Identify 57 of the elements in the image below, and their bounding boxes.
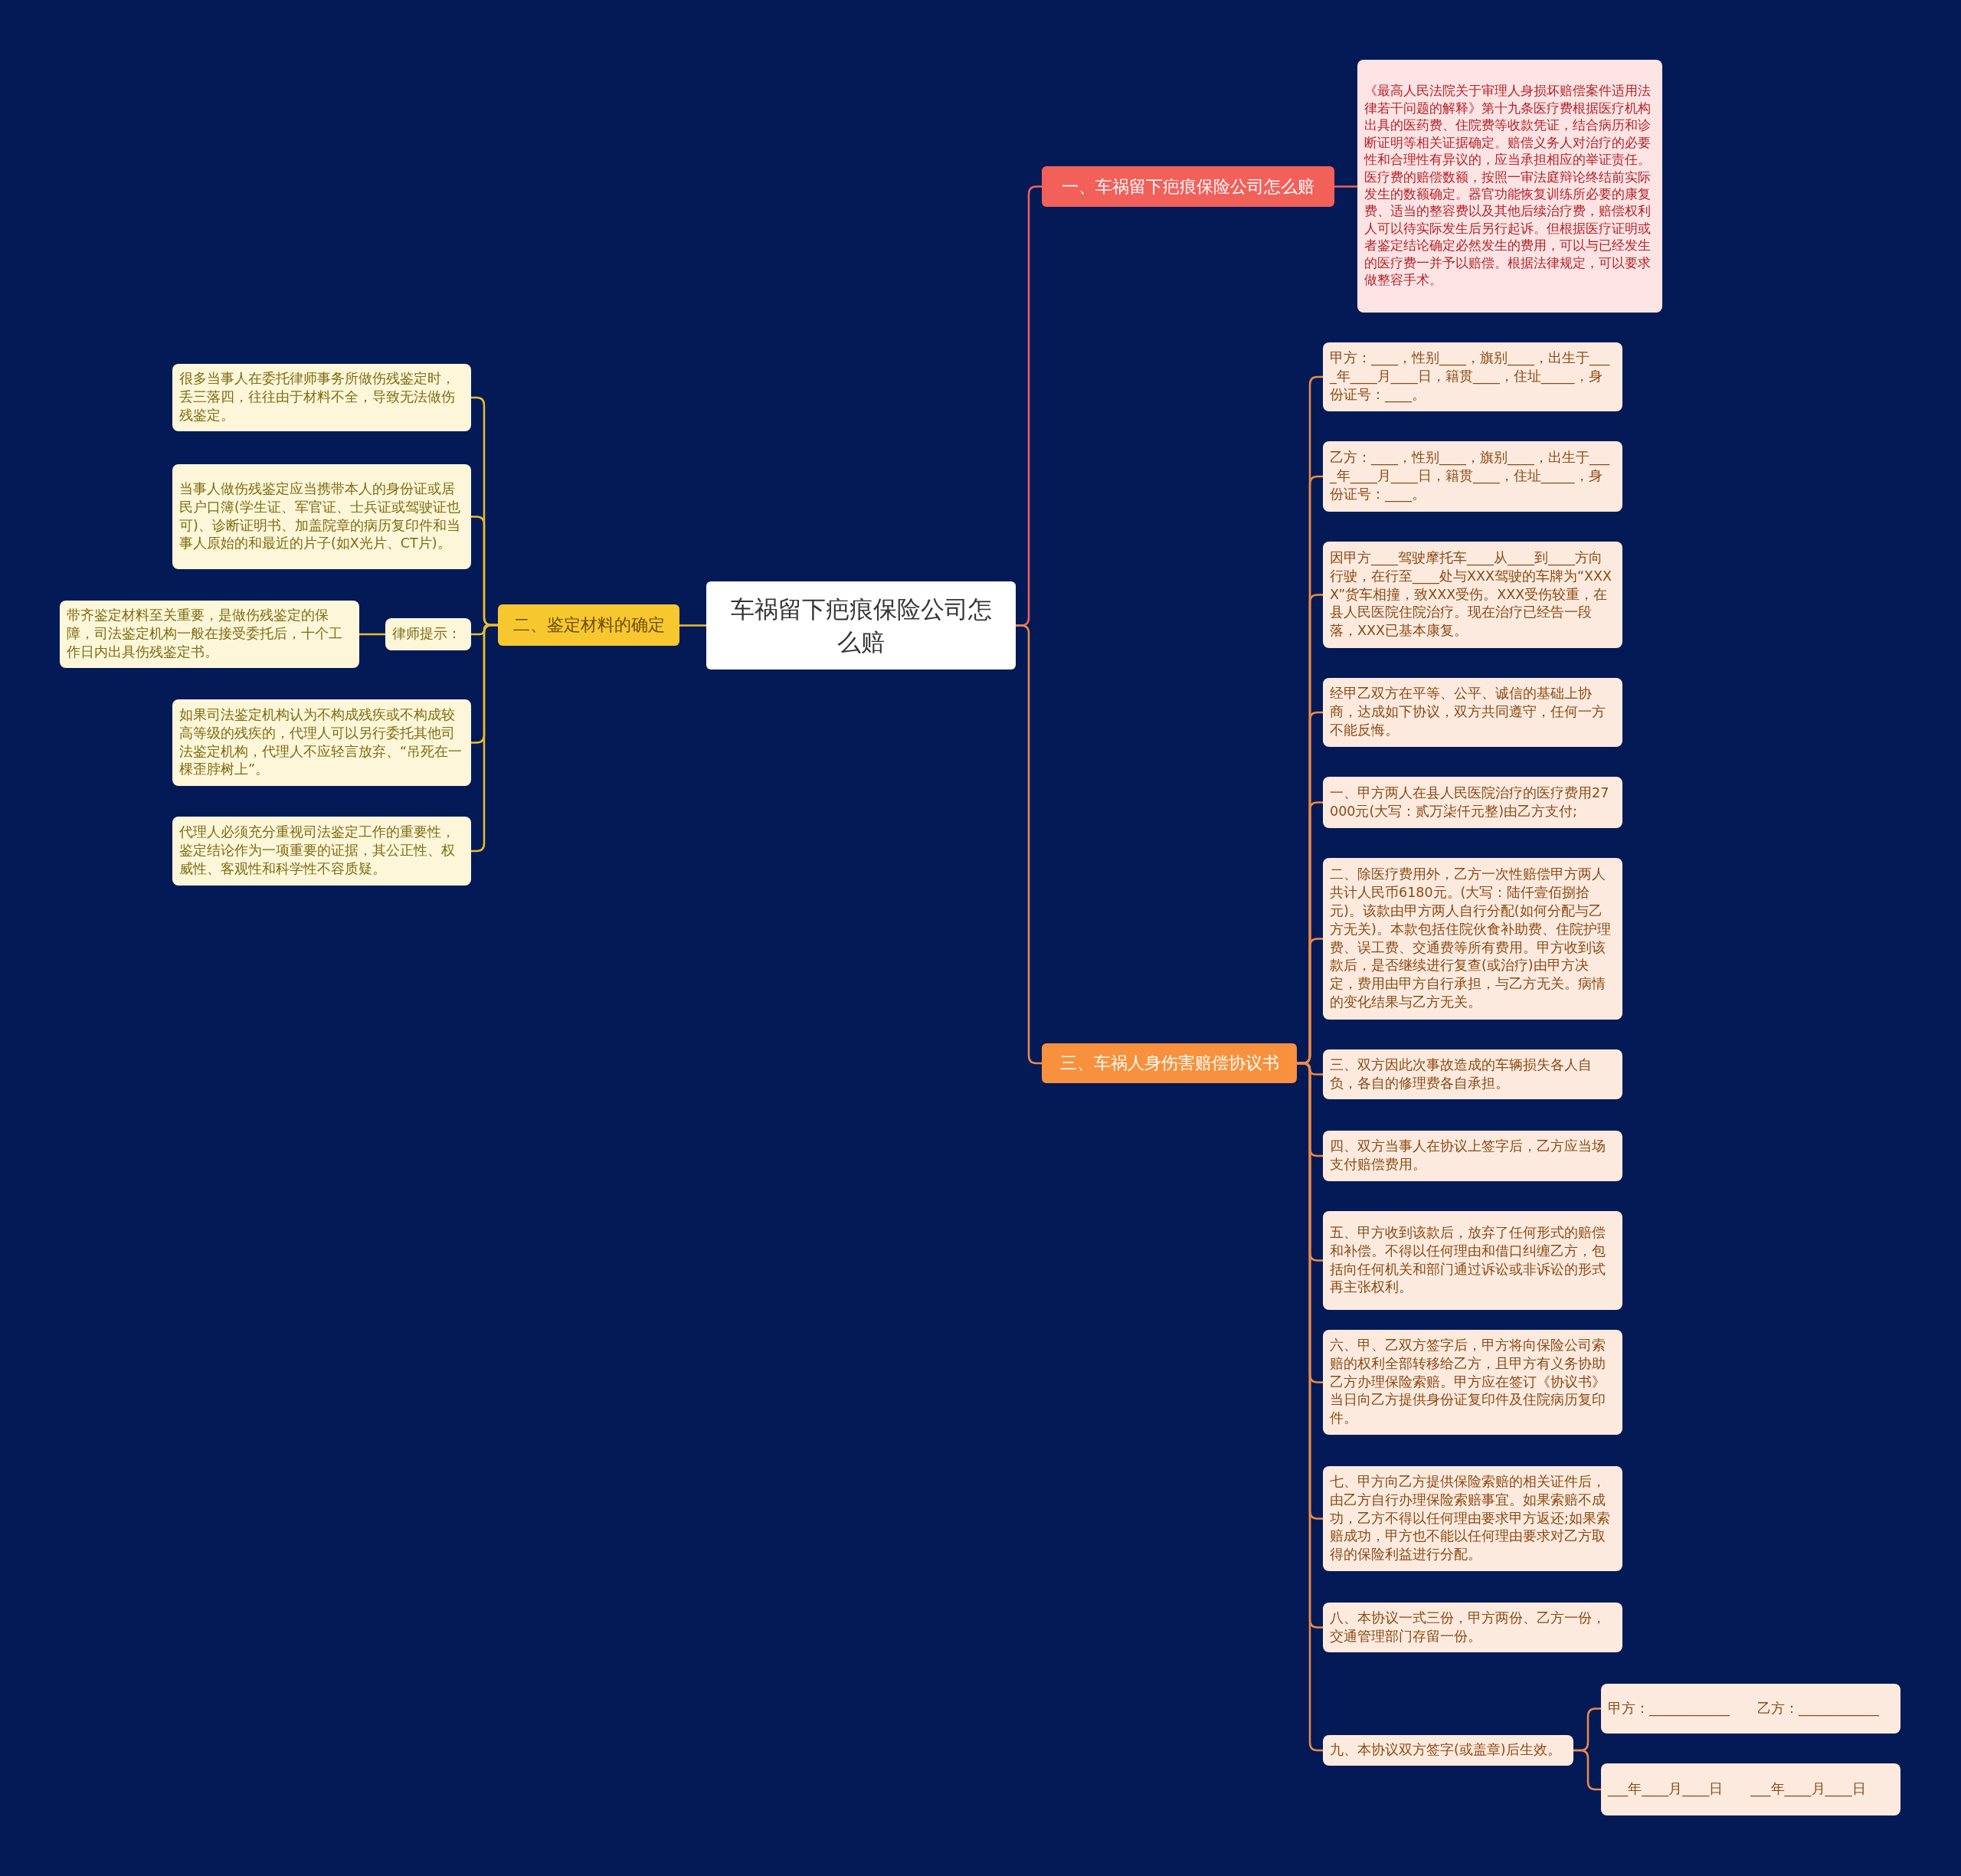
note-card [1323, 1211, 1622, 1310]
note-card [172, 817, 471, 886]
topic-text: 二、除医疗费用外，乙方一次性赔偿甲方两人共计人民币6180元。(大写：陆仟壹佰捌拾元)。该款由甲方两人自行分配(如何分配与乙方无关)。本款包括住院伙食补助费、住院护理费、误工费、交通费等所有费用。甲方收到该款后，是否继续进行复查(或治疗)由甲方决定，费用由甲方自行承担，与乙方无关。病情的变化结果与乙方无关。 [1330, 866, 1612, 1011]
connector-line [1334, 185, 1357, 188]
topic-text: 代理人必须充分重视司法鉴定工作的重要性，鉴定结论作为一项重要的证据，其公正性、权威性、客观性和科学性不容质疑。 [179, 823, 456, 878]
topic-text: 很多当事人在委托律师事务所做伤残鉴定时，丢三落四，往往由于材料不全，导致无法做伤残鉴定。 [179, 370, 456, 424]
topic-text: 三、车祸人身伤害赔偿协议书 [1059, 1053, 1279, 1075]
note-card [1601, 1763, 1900, 1815]
topic-text: ___年____月____日 ___年____月____日 [1608, 1780, 1866, 1799]
topic-text: 当事人做伤残鉴定应当携带本人的身份证或居民户口簿(学生证、军官证、士兵证或驾驶证也可)、诊断证明书、加盖院章的病历复印件和当事人原始的和最近的片子(如X光片、CT片)。 [179, 480, 461, 553]
topic-text: 《最高人民法院关于审理人身损坏赔偿案件适用法律若干问题的解释》第十九条医疗费根据医疗机构出具的医药费、住院费等收款凭证，结合病历和诊断证明等相关证据确定。赔偿义务人对治疗的必要性和合理性有异议的，应当承担相应的举证责任。医疗费的赔偿数额，按照一审法庭辩论终结前实际发生的数额确定。器官功能恢复训练所必要的康复费、适当的整容费以及其他后续治疗费，赔偿权利人可以待实际发生后另行起诉。但根据医疗证明或者鉴定结论确定必然发生的费用，可以与已经发生的医疗费一并予以赔偿。根据法律规定，可以要求做整容手术。 [1364, 83, 1652, 290]
topic-text: 七、甲方向乙方提供保险索赔的相关证件后，由乙方自行办理保险索赔事宜。如果索赔不成功，乙方不得以任何理由要求甲方返还;如果索赔成功，甲方也不能以任何理由要求对乙方取得的保险利益进行分配。 [1330, 1473, 1611, 1564]
connector-line [359, 633, 385, 636]
note-card [1323, 1603, 1622, 1652]
topic-text: 车祸留下疤痕保险公司怎么赔 [729, 594, 993, 657]
connector-line [1016, 624, 1042, 1065]
topic-text: 经甲乙双方在平等、公平、诚信的基础上协商，达成如下协议，双方共同遵守，任何一方不能反悔。 [1330, 685, 1606, 739]
note-card [1323, 342, 1622, 411]
topic-text: 带齐鉴定材料至关重要，是做伤残鉴定的保障，司法鉴定机构一般在接受委托后，十个工作日内出具伤残鉴定书。 [67, 607, 343, 661]
note-card [172, 464, 471, 569]
topic-text: 一、车祸留下疤痕保险公司怎么赔 [1062, 175, 1314, 198]
topic-text: 甲方：____，性别____，旗别____，出生于____年____月____日，籍贯____，住址_____，身份证号：____。 [1330, 349, 1611, 404]
note-card [1323, 1049, 1622, 1099]
topic-text: 六、甲、乙双方签字后，甲方将向保险公司索赔的权利全部转移给乙方，且甲方有义务协助乙方办理保险索赔。甲方应在签订《协议书》当日向乙方提供身份证复印件及住院病历复印件。 [1330, 1337, 1606, 1428]
note-card [1323, 441, 1622, 512]
topic-text: 如果司法鉴定机构认为不构成残疾或不构成较高等级的残疾的，代理人可以另行委托其他司法鉴定机构，代理人不应轻言放弃、“吊死在一棵歪脖树上”。 [179, 706, 463, 779]
note-card [1601, 1684, 1900, 1734]
topic-text: 律师提示： [392, 625, 461, 643]
note-card [172, 364, 471, 431]
note-card [60, 601, 359, 668]
branch-topic [498, 604, 679, 646]
branch-topic [1042, 166, 1334, 207]
note-card [1323, 1735, 1573, 1766]
topic-text: 因甲方____驾驶摩托车____从____到____方向行驶，在行至____处与XXX驾驶的车牌为“XXXX”货车相撞，致XXX受伤。XXX受伤较重，在县人民医院住院治疗。现在治疗已经告一段落，XXX已基本康复。 [1330, 549, 1612, 640]
central-topic [706, 581, 1016, 670]
note-card [1323, 1131, 1622, 1181]
note-card [172, 699, 471, 786]
note-card [385, 618, 471, 650]
connector-line [471, 624, 498, 853]
note-card [1323, 678, 1622, 747]
topic-text: 八、本协议一式三份，甲方两份、乙方一份，交通管理部门存留一份。 [1330, 1609, 1606, 1645]
topic-text: 一、甲方两人在县人民医院治疗的医疗费用27000元(大写：贰万柒仟元整)由乙方支付; [1330, 784, 1610, 820]
note-card [1323, 858, 1622, 1020]
topic-text: 九、本协议双方签字(或盖章)后生效。 [1330, 1741, 1561, 1759]
note-card [1323, 777, 1622, 828]
note-card [1323, 1466, 1622, 1571]
topic-text: 甲方：____________ 乙方：____________ [1608, 1699, 1879, 1718]
note-card [1357, 60, 1662, 313]
connector-line [679, 624, 706, 627]
topic-text: 四、双方当事人在协议上签字后，乙方应当场支付赔偿费用。 [1330, 1138, 1606, 1174]
topic-text: 二、鉴定材料的确定 [512, 614, 665, 637]
note-card [1323, 542, 1622, 648]
note-card [1323, 1330, 1622, 1435]
branch-topic [1042, 1043, 1297, 1083]
topic-text: 乙方：____，性别____，旗别____，出生于____年____月____日，籍贯____，住址_____，身份证号：____。 [1330, 449, 1611, 504]
topic-text: 三、双方因此次事故造成的车辆损失各人自负，各自的修理费各自承担。 [1330, 1056, 1593, 1092]
topic-text: 五、甲方收到该款后，放弃了任何形式的赔偿和补偿。不得以任何理由和借口纠缠乙方，包括向任何机关和部门通过诉讼或非诉讼的形式再主张权利。 [1330, 1223, 1606, 1297]
